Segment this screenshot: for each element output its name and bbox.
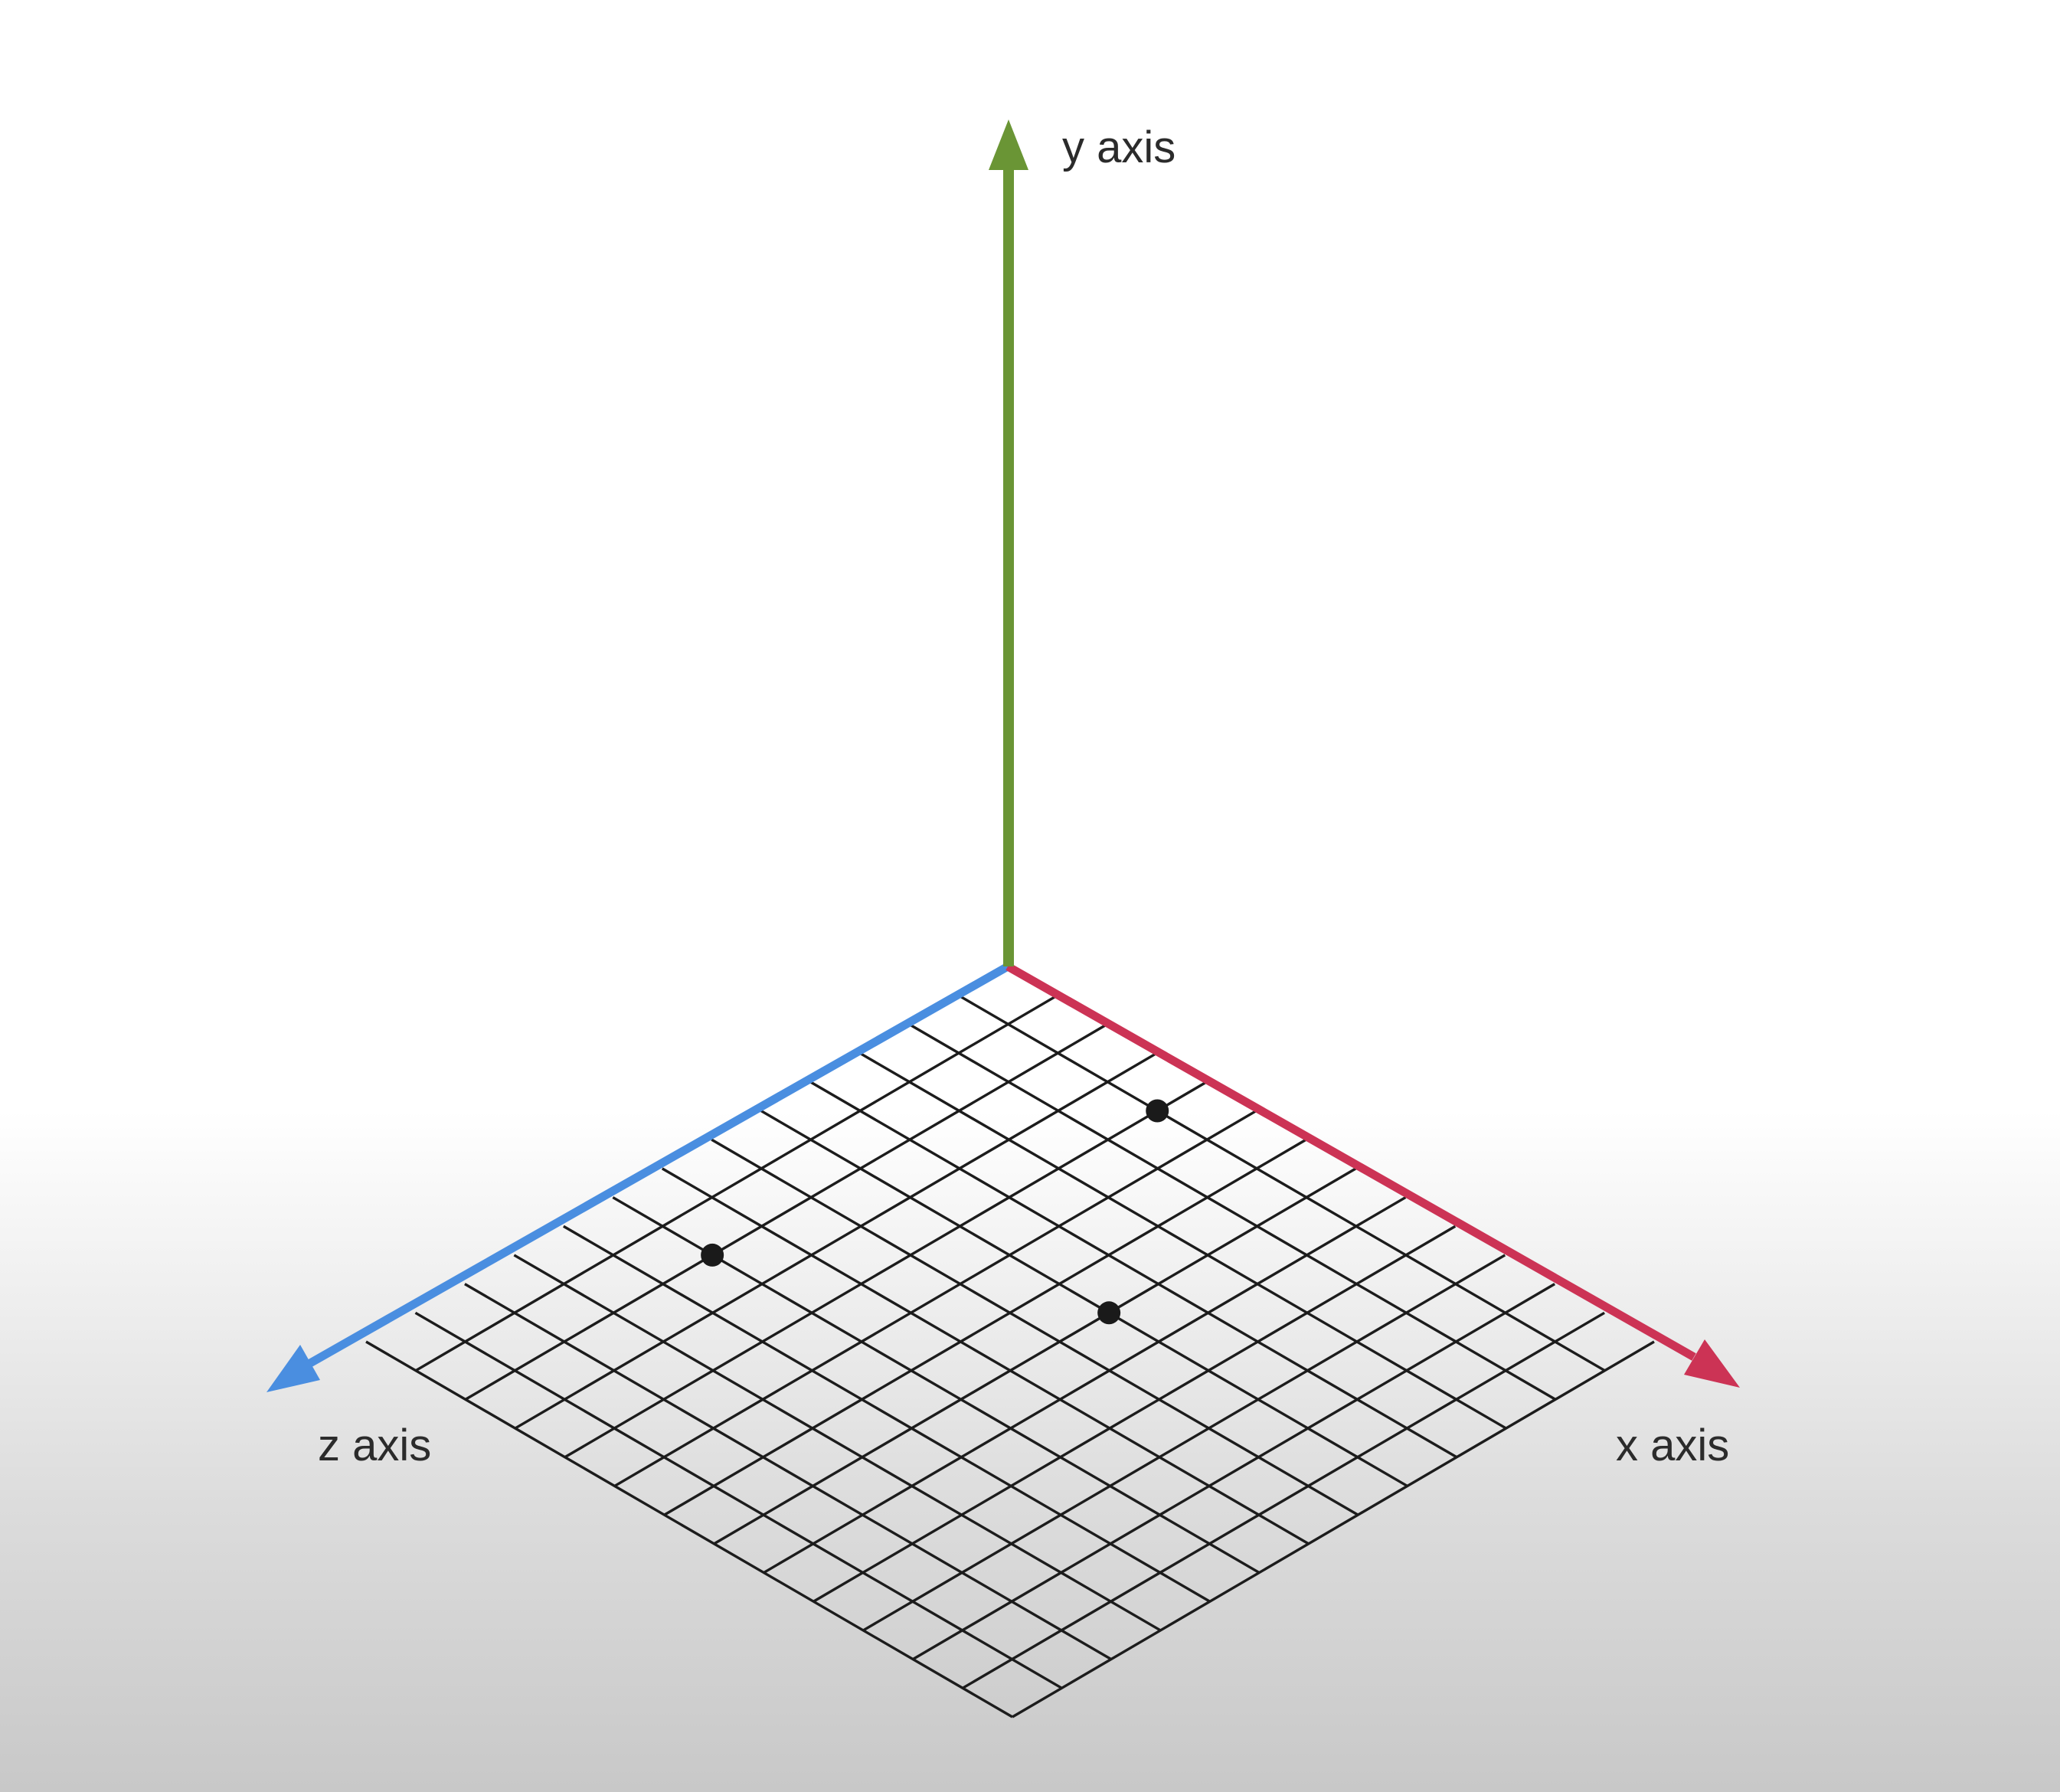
grid-line-z-dir [713,1167,1357,1545]
grid-line-z-dir [1012,1340,1655,1718]
grid-line-x-dir [809,1081,1458,1459]
z-axis-line [308,963,1010,1367]
grid-line-z-dir [663,1138,1307,1516]
grid-line-x-dir [365,1340,1013,1718]
z-axis-arrowhead [266,1345,320,1392]
x-axis-arrowhead [1684,1339,1740,1388]
grid-line-x-dir [513,1254,1162,1632]
grid-line-z-dir [613,1109,1257,1487]
x-axis-line [1005,963,1696,1361]
grid-line-x-dir [711,1138,1359,1516]
z-axis-label: z axis [318,1421,431,1470]
grid-line-x-dir [760,1109,1408,1487]
grid-line-x-dir [908,1022,1556,1401]
grid-line-x-dir [957,994,1606,1372]
grid-line-z-dir [514,1051,1158,1430]
y-axis-arrowhead [989,119,1028,170]
grid-line-z-dir [962,1311,1605,1689]
plotted-points [701,1099,1169,1325]
grid-line-x-dir [414,1311,1063,1689]
grid-line-x-dir [858,1051,1507,1430]
grid-point [1146,1099,1169,1123]
grid-line-x-dir [464,1283,1112,1661]
grid-line-z-dir [415,994,1058,1372]
grid-line-z-dir [564,1081,1208,1459]
floor-grid [365,994,1655,1718]
grid-point [1097,1301,1121,1325]
grid-line-z-dir [763,1196,1407,1575]
grid-line-z-dir [862,1254,1506,1632]
y-axis-label: y axis [1062,123,1176,172]
grid-line-x-dir [661,1167,1310,1545]
grid-point [701,1243,724,1267]
x-axis-label: x axis [1616,1421,1729,1470]
grid-line-z-dir [813,1225,1457,1603]
grid-line-z-dir [912,1283,1556,1661]
grid-line-x-dir [562,1225,1211,1603]
grid-line-z-dir [464,1022,1108,1401]
